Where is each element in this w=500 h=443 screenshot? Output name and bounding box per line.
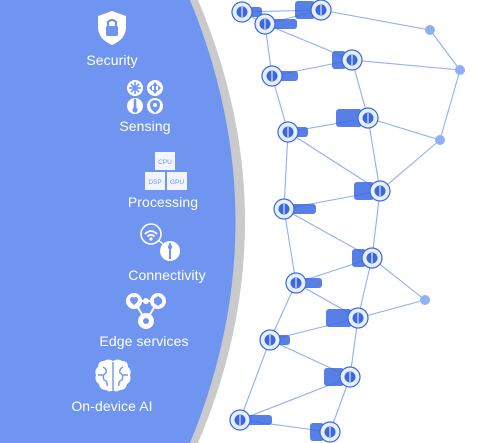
network-link — [320, 9, 431, 31]
network-link — [371, 190, 381, 259]
network-node — [435, 135, 445, 145]
network-node — [310, 421, 341, 443]
wireless-signal-icon — [140, 223, 184, 270]
vr-headset-icon — [324, 368, 344, 386]
network-node — [229, 409, 272, 431]
sensor-grid-icon — [125, 79, 165, 120]
network-link — [283, 208, 297, 284]
speaker-icon — [246, 415, 272, 425]
network-node — [295, 0, 332, 21]
network-link — [367, 117, 381, 192]
network-link — [429, 29, 461, 71]
monitor-icon — [326, 309, 352, 327]
network-link — [439, 69, 461, 141]
network-link — [357, 299, 426, 319]
category-label: Processing — [127, 194, 199, 210]
chip-label-dsp: DSP — [148, 179, 161, 186]
category-label: Connectivity — [128, 267, 206, 283]
brain-icon — [93, 358, 133, 399]
network-node — [277, 121, 308, 143]
category-label: Sensing — [119, 118, 171, 134]
network-link — [379, 139, 441, 192]
network-node — [231, 1, 262, 23]
robot-icon — [302, 278, 322, 288]
network-nodes — [229, 0, 465, 443]
network-node — [285, 272, 322, 294]
network-node — [455, 65, 465, 75]
network-node — [259, 329, 290, 351]
network-node — [261, 65, 298, 87]
camera-icon — [336, 109, 362, 127]
network-node — [354, 180, 391, 202]
category-label: On-device AI — [71, 398, 153, 414]
headset-icon — [271, 19, 297, 29]
robot-arm-icon — [295, 1, 315, 19]
factory-icon — [290, 204, 316, 214]
network-node — [425, 25, 435, 35]
network-node — [273, 198, 316, 220]
network-node — [352, 247, 383, 269]
network-link — [351, 59, 461, 71]
network-node — [254, 13, 297, 35]
tablet-icon — [278, 71, 298, 81]
category-label: Edge services — [99, 333, 189, 349]
chip-label-cpu: CPU — [158, 159, 172, 166]
smartphone-icon — [354, 182, 374, 200]
network-link — [283, 131, 289, 210]
blue-panel — [0, 0, 236, 443]
network-node — [324, 366, 361, 388]
category-label: Security — [86, 52, 138, 68]
network-link — [239, 339, 271, 421]
network-node — [420, 295, 430, 305]
edge-nodes-icon — [123, 292, 169, 337]
chip-label-gpu: GPU — [170, 179, 184, 186]
network-node — [326, 307, 369, 329]
processor-blocks-icon: CPU DSP GPU — [143, 152, 191, 197]
network-node — [336, 107, 379, 129]
shield-lock-icon — [95, 10, 129, 51]
network-link — [371, 257, 426, 301]
network-link — [367, 117, 441, 141]
network-node — [332, 49, 363, 71]
network-link — [287, 131, 381, 192]
